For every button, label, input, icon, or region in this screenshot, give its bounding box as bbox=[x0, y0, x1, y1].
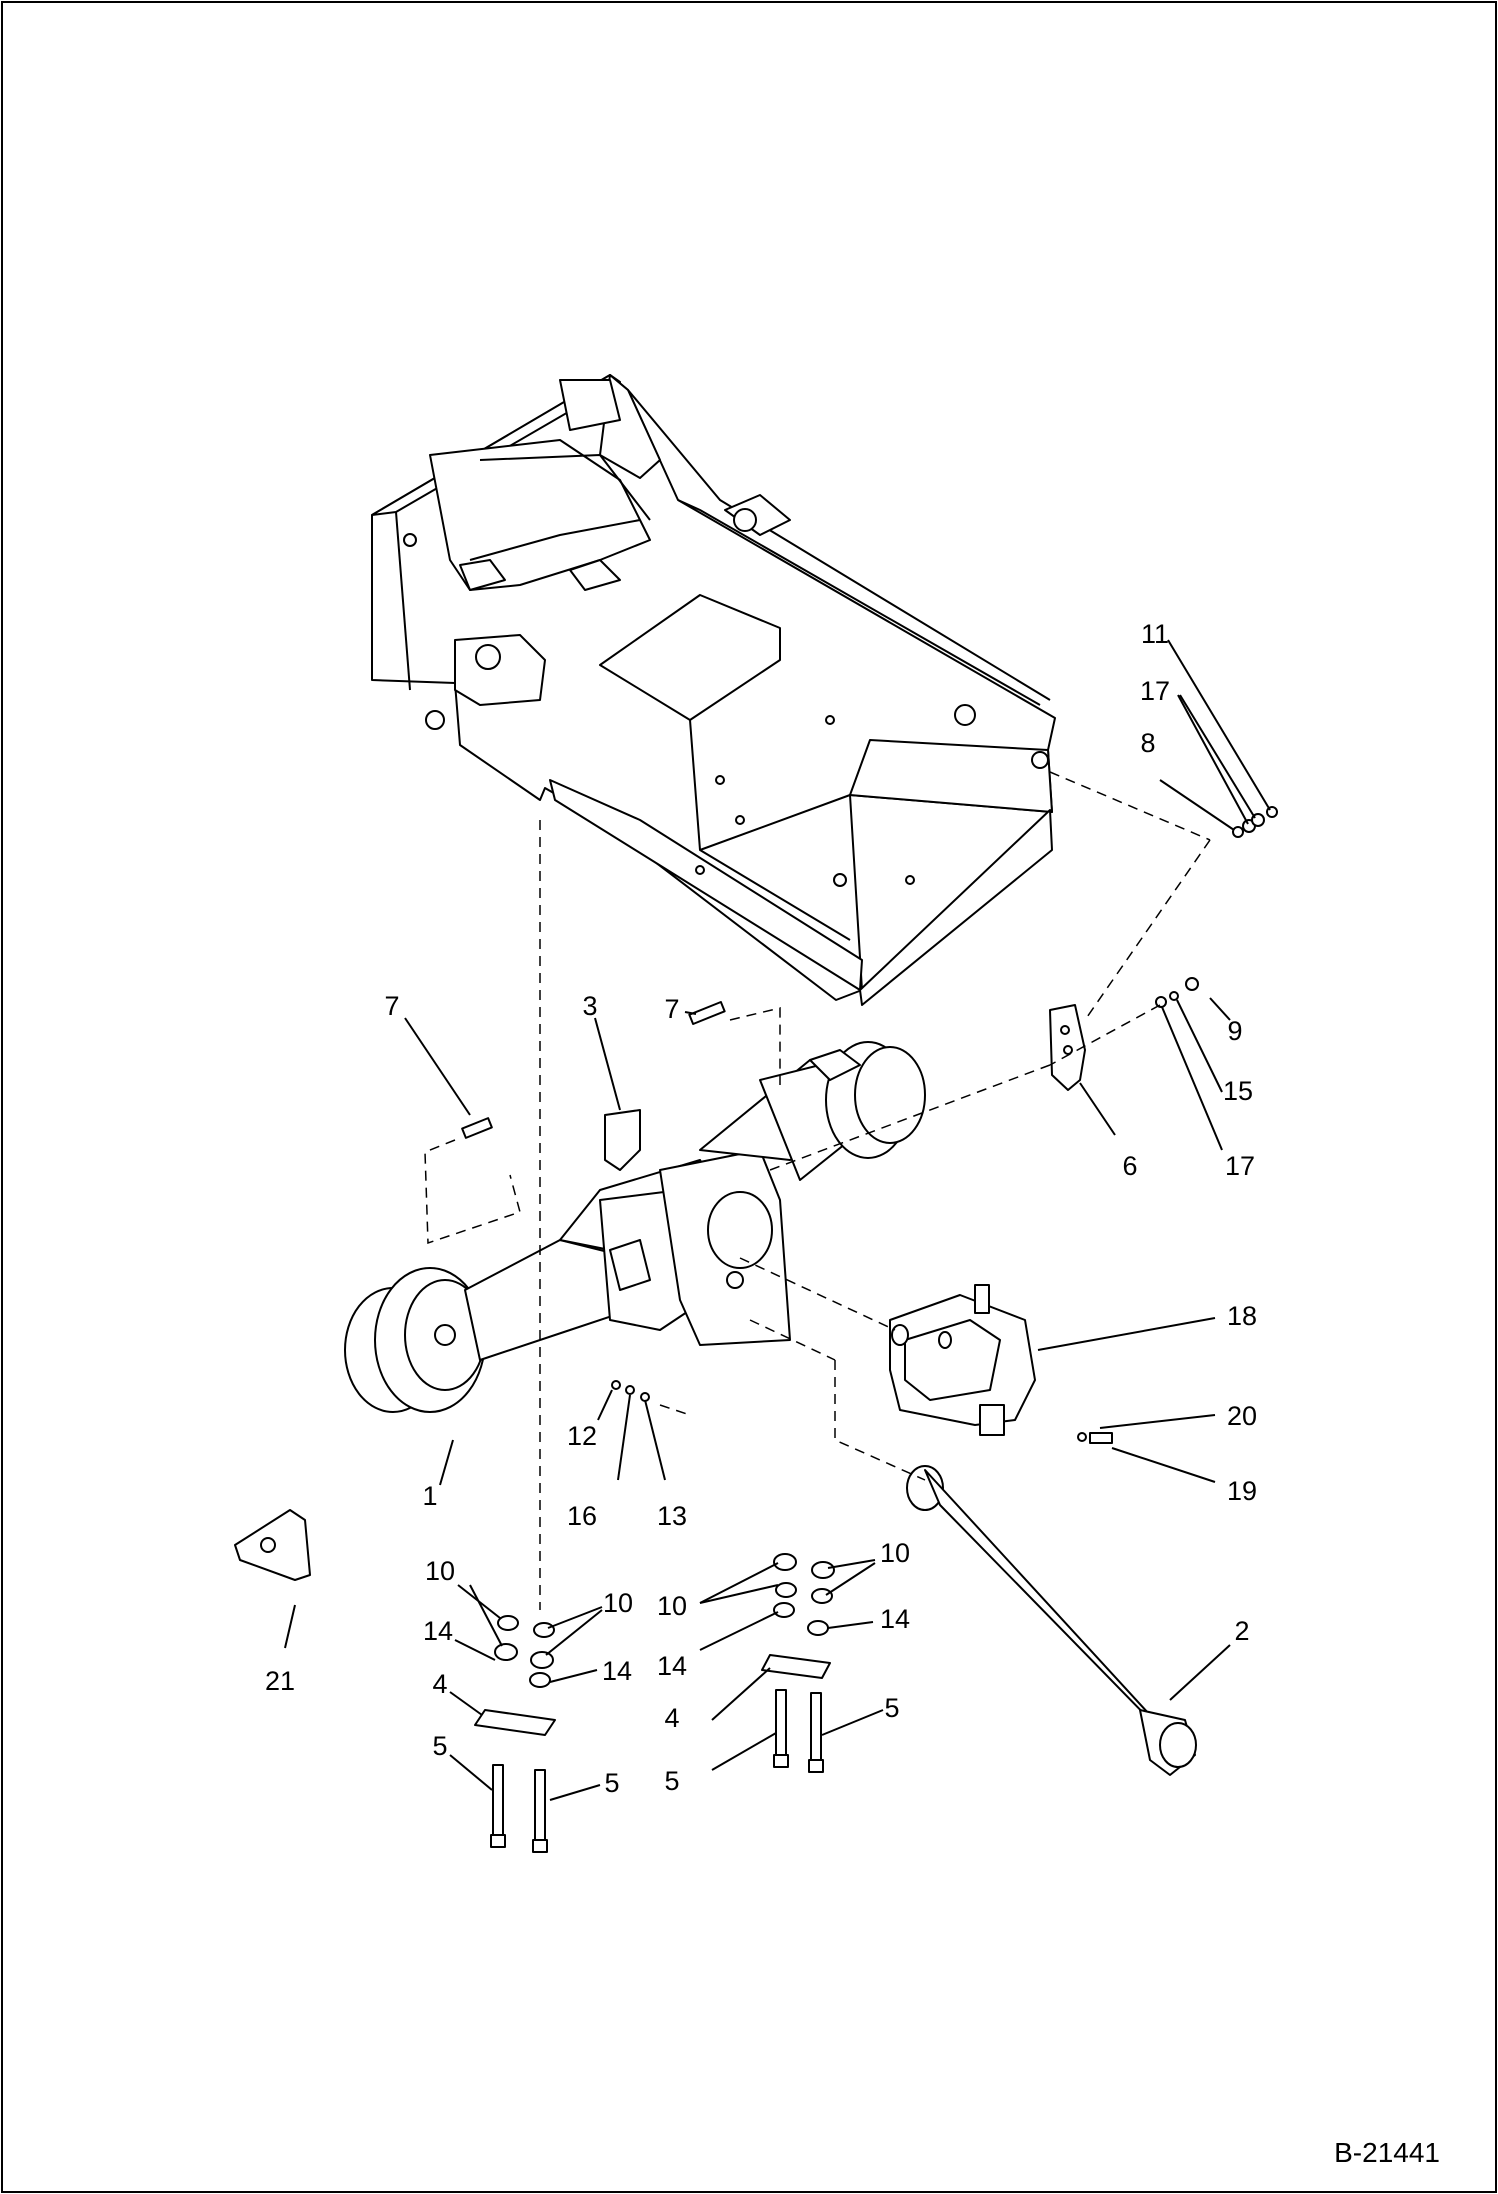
callout-4b: 4 bbox=[664, 1703, 679, 1733]
callout-5b: 5 bbox=[604, 1768, 619, 1798]
callout-10d: 10 bbox=[880, 1538, 910, 1568]
callout-14a: 14 bbox=[423, 1616, 453, 1646]
callout-10a: 10 bbox=[425, 1556, 455, 1586]
callout-7b: 7 bbox=[664, 994, 679, 1024]
callout-14c: 14 bbox=[657, 1651, 687, 1681]
hydraulic-motor-drawing bbox=[889, 1284, 1036, 1436]
side-bracket-6-drawing bbox=[1049, 1004, 1086, 1091]
leader-lines bbox=[284, 639, 1271, 1801]
right-clamp-group-drawing bbox=[761, 1553, 835, 1773]
assembly-lines bbox=[424, 771, 1211, 1610]
callout-20: 20 bbox=[1227, 1401, 1257, 1431]
callouts: 1 2 3 4 4 5 5 5 5 6 7 7 8 9 10 10 10 10 … bbox=[265, 619, 1257, 1798]
document-id: B-21441 bbox=[1334, 2137, 1440, 2168]
callout-16: 16 bbox=[567, 1501, 597, 1531]
pin-7-left-drawing bbox=[461, 1117, 493, 1139]
callout-14b: 14 bbox=[602, 1656, 632, 1686]
drive-shaft-drawing bbox=[906, 1465, 1197, 1776]
frame-drawing bbox=[371, 374, 1056, 1006]
callout-5a: 5 bbox=[432, 1731, 447, 1761]
callout-17b: 17 bbox=[1225, 1151, 1255, 1181]
callout-5c: 5 bbox=[664, 1766, 679, 1796]
callout-10c: 10 bbox=[657, 1591, 687, 1621]
hub-bracket-drawing bbox=[234, 1509, 311, 1581]
callout-2: 2 bbox=[1234, 1616, 1249, 1646]
callout-14d: 14 bbox=[880, 1604, 910, 1634]
callout-19: 19 bbox=[1227, 1476, 1257, 1506]
callout-9: 9 bbox=[1227, 1016, 1242, 1046]
callout-15: 15 bbox=[1223, 1076, 1253, 1106]
callout-1: 1 bbox=[422, 1481, 437, 1511]
axle-assembly-drawing bbox=[344, 1041, 926, 1413]
callout-5d: 5 bbox=[884, 1693, 899, 1723]
left-clamp-group-drawing bbox=[474, 1615, 556, 1853]
callout-4a: 4 bbox=[432, 1669, 447, 1699]
callout-10b: 10 bbox=[603, 1588, 633, 1618]
callout-6: 6 bbox=[1122, 1151, 1137, 1181]
mount-bracket-3-drawing bbox=[604, 1109, 641, 1171]
callout-8: 8 bbox=[1140, 728, 1155, 758]
pin-7-right-drawing bbox=[688, 1000, 726, 1026]
callout-7a: 7 bbox=[384, 991, 399, 1021]
callout-12: 12 bbox=[567, 1421, 597, 1451]
callout-21: 21 bbox=[265, 1666, 295, 1696]
callout-18: 18 bbox=[1227, 1301, 1257, 1331]
callout-11: 11 bbox=[1141, 619, 1169, 649]
callout-17a: 17 bbox=[1140, 676, 1170, 706]
callout-13: 13 bbox=[657, 1501, 687, 1531]
callout-3: 3 bbox=[582, 991, 597, 1021]
